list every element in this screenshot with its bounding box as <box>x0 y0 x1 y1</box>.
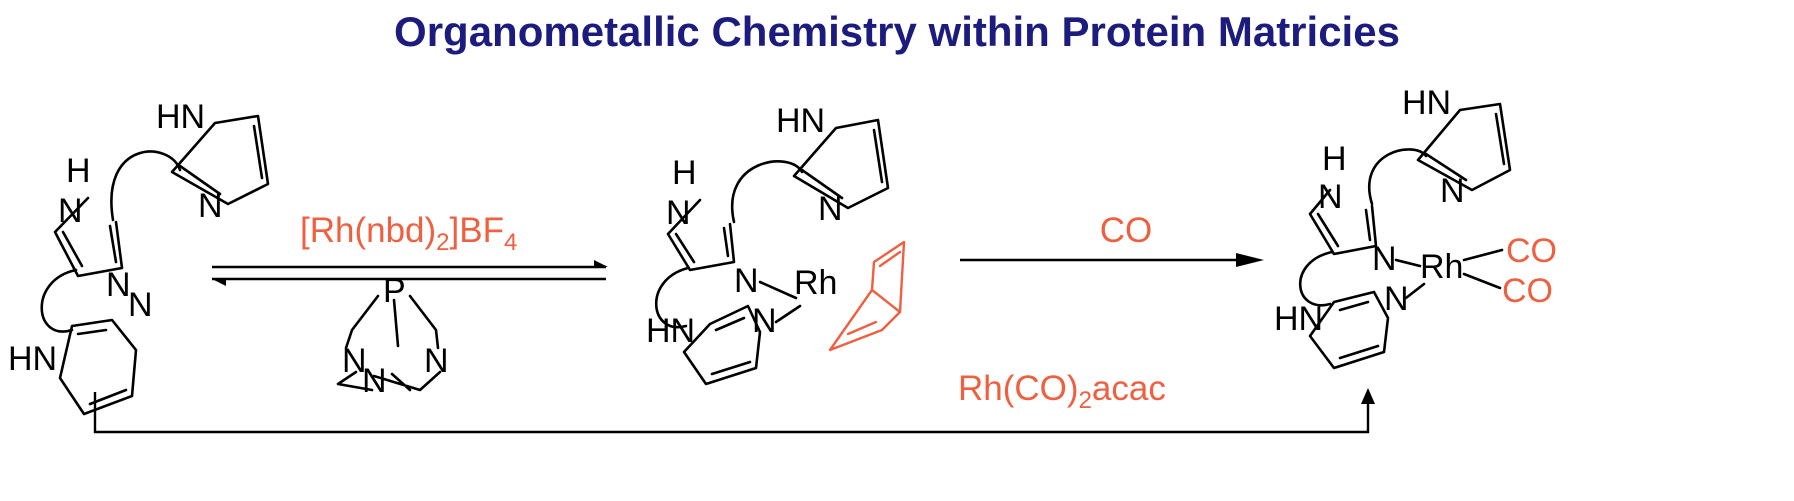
atom-n: N <box>666 194 691 232</box>
reagent-rh-nbd: [Rh(nbd)2]BF4 <box>300 211 517 256</box>
pta-ligand: P N N N <box>336 272 449 400</box>
atom-h: H <box>1322 140 1347 178</box>
atom-h: H <box>672 154 697 192</box>
structure-apo-triad: HN N H N N HN N <box>8 98 270 416</box>
atom-n: N <box>1440 172 1465 210</box>
atom-hn: HN <box>1402 84 1451 122</box>
atom-rh: Rh <box>1420 248 1463 286</box>
backbone-arc <box>1368 148 1428 206</box>
imidazole-left-1: H N N <box>53 152 131 304</box>
atom-n: N <box>818 190 843 228</box>
backbone-arc <box>654 266 690 329</box>
atom-hn: HN <box>646 312 695 350</box>
atom-n: N <box>342 342 367 380</box>
reagent-co: CO <box>1100 211 1153 250</box>
atom-n: N <box>362 362 387 400</box>
atom-n: N <box>128 286 153 324</box>
atom-hn: HN <box>1274 300 1323 338</box>
atom-hn: HN <box>776 102 825 140</box>
atom-hn: HN <box>156 98 205 136</box>
structure-rh-nbd-complex: HN N H N N HN N Rh <box>646 102 906 386</box>
direct-route-arrow <box>93 388 1375 434</box>
atom-n: N <box>198 187 223 225</box>
imidazole-left-2: H N N <box>666 154 759 300</box>
atom-p: P <box>383 272 406 310</box>
atom-n: N <box>106 266 131 304</box>
nbd-ligand-icon <box>828 240 906 352</box>
backbone-arc <box>730 160 804 224</box>
atom-n: N <box>424 342 449 380</box>
equilibrium-arrows <box>212 260 608 286</box>
atom-n: N <box>1318 178 1343 216</box>
imidazole-bottom-3: HN N <box>1274 280 1409 370</box>
scheme-title: Organometallic Chemistry within Protein … <box>394 8 1400 55</box>
reagent-rh-co-acac: Rh(CO)2acac <box>958 369 1166 414</box>
co-arrow <box>960 253 1264 267</box>
atom-rh: Rh <box>794 264 837 302</box>
imidazole-top-2: HN N <box>776 102 890 228</box>
atom-n: N <box>1372 240 1397 278</box>
backbone-arc <box>40 268 78 333</box>
atom-n: N <box>734 262 759 300</box>
atom-hn: HN <box>8 340 57 378</box>
atom-h: H <box>66 152 91 190</box>
atom-n: N <box>752 302 777 340</box>
imidazole-top-1: HN N <box>156 98 270 225</box>
structure-rh-co-complex: HN N H N N HN N Rh CO CO <box>1274 84 1557 370</box>
imidazole-bottom-1: HN N <box>8 286 153 416</box>
imidazole-top-3: HN N <box>1402 84 1512 210</box>
imidazole-left-3: H N N <box>1308 140 1397 278</box>
atom-n: N <box>1384 280 1409 318</box>
ligand-co-1: CO <box>1506 232 1557 270</box>
imidazole-bottom-2: HN N <box>646 302 777 386</box>
ligand-co-2: CO <box>1502 272 1553 310</box>
backbone-arc <box>110 150 182 222</box>
backbone-arc <box>1298 250 1334 307</box>
atom-n: N <box>58 192 83 230</box>
